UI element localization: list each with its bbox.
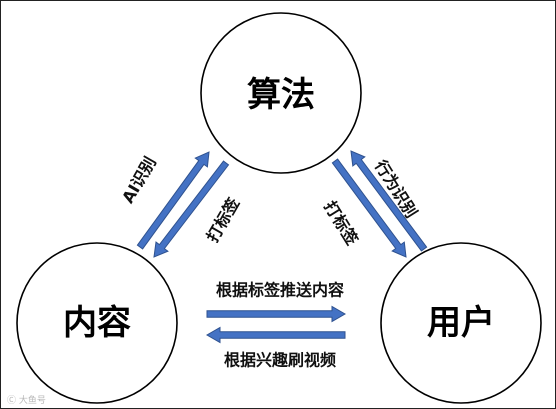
arrow-content-to-user	[206, 305, 347, 323]
node-content-label: 内容	[63, 303, 131, 343]
node-content-circle	[16, 242, 178, 404]
node-content: 内容	[16, 242, 178, 404]
node-algorithm-label: 算法	[247, 75, 315, 115]
edge-label-ai-recognition: AI识别	[118, 153, 160, 206]
edge-label-push-content: 根据标签推送内容	[216, 281, 344, 300]
node-user-label: 用户	[427, 303, 495, 343]
arrow-content-to-algorithm	[136, 151, 210, 250]
edge-label-tagging-content: 打标签	[203, 194, 244, 246]
node-user: 用户	[380, 242, 542, 404]
edge-label-tagging-user: 打标签	[320, 198, 362, 250]
node-user-circle	[380, 242, 542, 404]
arrow-algorithm-to-user	[331, 158, 407, 258]
arrow-user-to-algorithm	[350, 150, 428, 252]
edge-label-swipe-videos: 根据兴趣刷视频	[224, 351, 336, 370]
arrow-user-to-content	[205, 326, 346, 344]
arrows-group	[136, 150, 428, 344]
node-algorithm: 算法	[200, 12, 362, 174]
watermark-logo: Ⓒ 大鱼号	[7, 394, 46, 406]
arrow-algorithm-to-content	[153, 160, 230, 258]
node-algorithm-circle	[200, 12, 362, 174]
